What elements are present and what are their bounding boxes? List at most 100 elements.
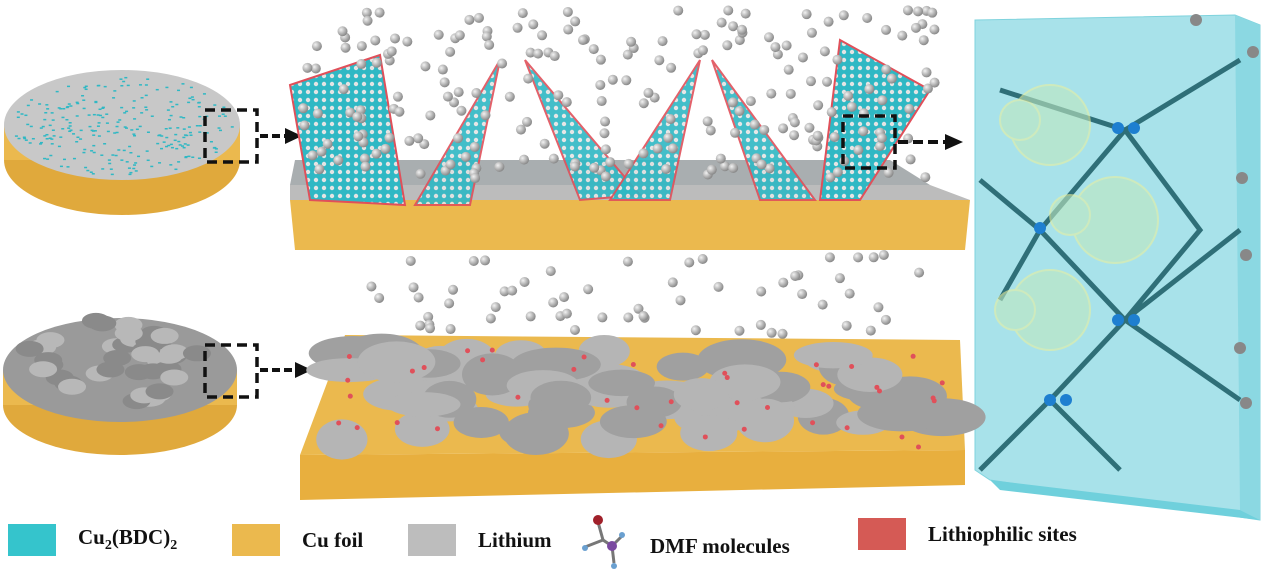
lithium-ion (699, 29, 710, 40)
lithium-ion (415, 320, 426, 331)
lithium-ion (801, 9, 812, 20)
lithium-ion (740, 8, 751, 19)
mof-particle (205, 115, 209, 118)
lithium-ion (829, 132, 840, 143)
lithiophilic-site (899, 434, 905, 440)
mof-particle (184, 156, 188, 158)
lithiophilic-site (658, 423, 664, 429)
mof-particle (50, 143, 54, 145)
lithium-ion (705, 125, 716, 136)
lithium-ion (298, 103, 309, 114)
lithium-ion (883, 167, 894, 178)
lithium-ion (756, 286, 767, 297)
mof-particle (168, 127, 172, 129)
mof-particle (48, 137, 52, 139)
lithium-ion (456, 105, 467, 116)
lithium-ion (537, 30, 548, 41)
mof-particle (69, 129, 73, 131)
lithium-ion (333, 155, 344, 166)
mof-particle (191, 156, 195, 158)
lithiophilic-site (421, 365, 427, 371)
lithium-ion (469, 141, 480, 152)
lithium-ion (408, 282, 419, 293)
mof-particle (50, 112, 54, 114)
lithium-ion (433, 29, 444, 40)
mof-particle (16, 111, 20, 113)
lithium-ion (790, 270, 801, 281)
lithium-ion (539, 138, 550, 149)
lithiophilic-site (877, 388, 883, 394)
lithium-ion (862, 13, 873, 24)
mof-particle (181, 83, 185, 85)
mof-particle (46, 108, 50, 110)
lithium-ion (902, 5, 913, 16)
lithium-ion (728, 21, 739, 32)
mof-particle (65, 106, 69, 109)
mof-particle (79, 138, 83, 140)
lithium-ion (360, 161, 371, 172)
mof-particle (123, 112, 127, 114)
mof-particle (198, 131, 202, 133)
lithium-ion (588, 44, 599, 55)
lithium-ion (578, 35, 589, 46)
mof-particle (116, 121, 120, 123)
mof-particle (174, 133, 178, 136)
lithium-ion (380, 143, 391, 154)
mof-particle (198, 115, 202, 118)
mof-particle (165, 86, 169, 89)
lithium-ion (553, 90, 564, 101)
lithium-bump (150, 327, 179, 344)
lithium-ion (881, 64, 892, 75)
lithium-ion (922, 83, 933, 94)
dendrite (453, 406, 509, 438)
lithiophilic-site (849, 364, 855, 370)
lithium-ion (797, 289, 808, 300)
dendrite (357, 341, 436, 383)
lithium-ion (460, 151, 471, 162)
mof-particle (179, 116, 183, 118)
lithium-ion (846, 101, 857, 112)
lithium-ion (595, 79, 606, 90)
lithiophilic-site (571, 366, 577, 372)
mof-particle (92, 134, 96, 136)
arrow-icon (898, 134, 963, 150)
lithiophilic-site (336, 420, 342, 426)
mof-particle (72, 133, 76, 135)
mof-particle (118, 119, 122, 121)
lithium-ion (548, 297, 559, 308)
lithium-ion (600, 116, 611, 127)
lithium-ion (832, 167, 843, 178)
mof-particle (175, 147, 179, 150)
lithium-ion (522, 116, 533, 127)
mof-particle (133, 118, 137, 120)
mof-particle (97, 122, 101, 124)
lithium-ion (904, 103, 915, 114)
lithium-ion (853, 144, 864, 155)
mof-particle (162, 141, 166, 143)
lithium-swatch (408, 524, 456, 556)
mof-particle (218, 115, 222, 117)
mof-particle (144, 106, 148, 108)
lithium-ion (826, 107, 837, 118)
mof-particle (198, 125, 202, 127)
mof-particle (167, 144, 171, 147)
lithium-ion (766, 88, 777, 99)
mof-particle (120, 159, 124, 161)
mof-particle (173, 139, 177, 142)
mof-particle (61, 128, 65, 130)
lithium-ion (311, 41, 322, 52)
lithium-ion (667, 277, 678, 288)
mof-particle (182, 128, 186, 130)
mof-particle (101, 168, 105, 170)
lithium-ion (490, 302, 501, 313)
lithiophilic-site (409, 368, 415, 374)
lithium-ion (825, 172, 836, 183)
lithiophilic-site (910, 353, 916, 359)
mof-particle (96, 114, 100, 116)
mof-particle (176, 127, 180, 129)
mof-particle (125, 161, 129, 163)
mof-particle (76, 136, 80, 139)
lithium-bump (139, 363, 168, 380)
mof-particle (122, 149, 126, 152)
mof-particle (97, 135, 101, 137)
